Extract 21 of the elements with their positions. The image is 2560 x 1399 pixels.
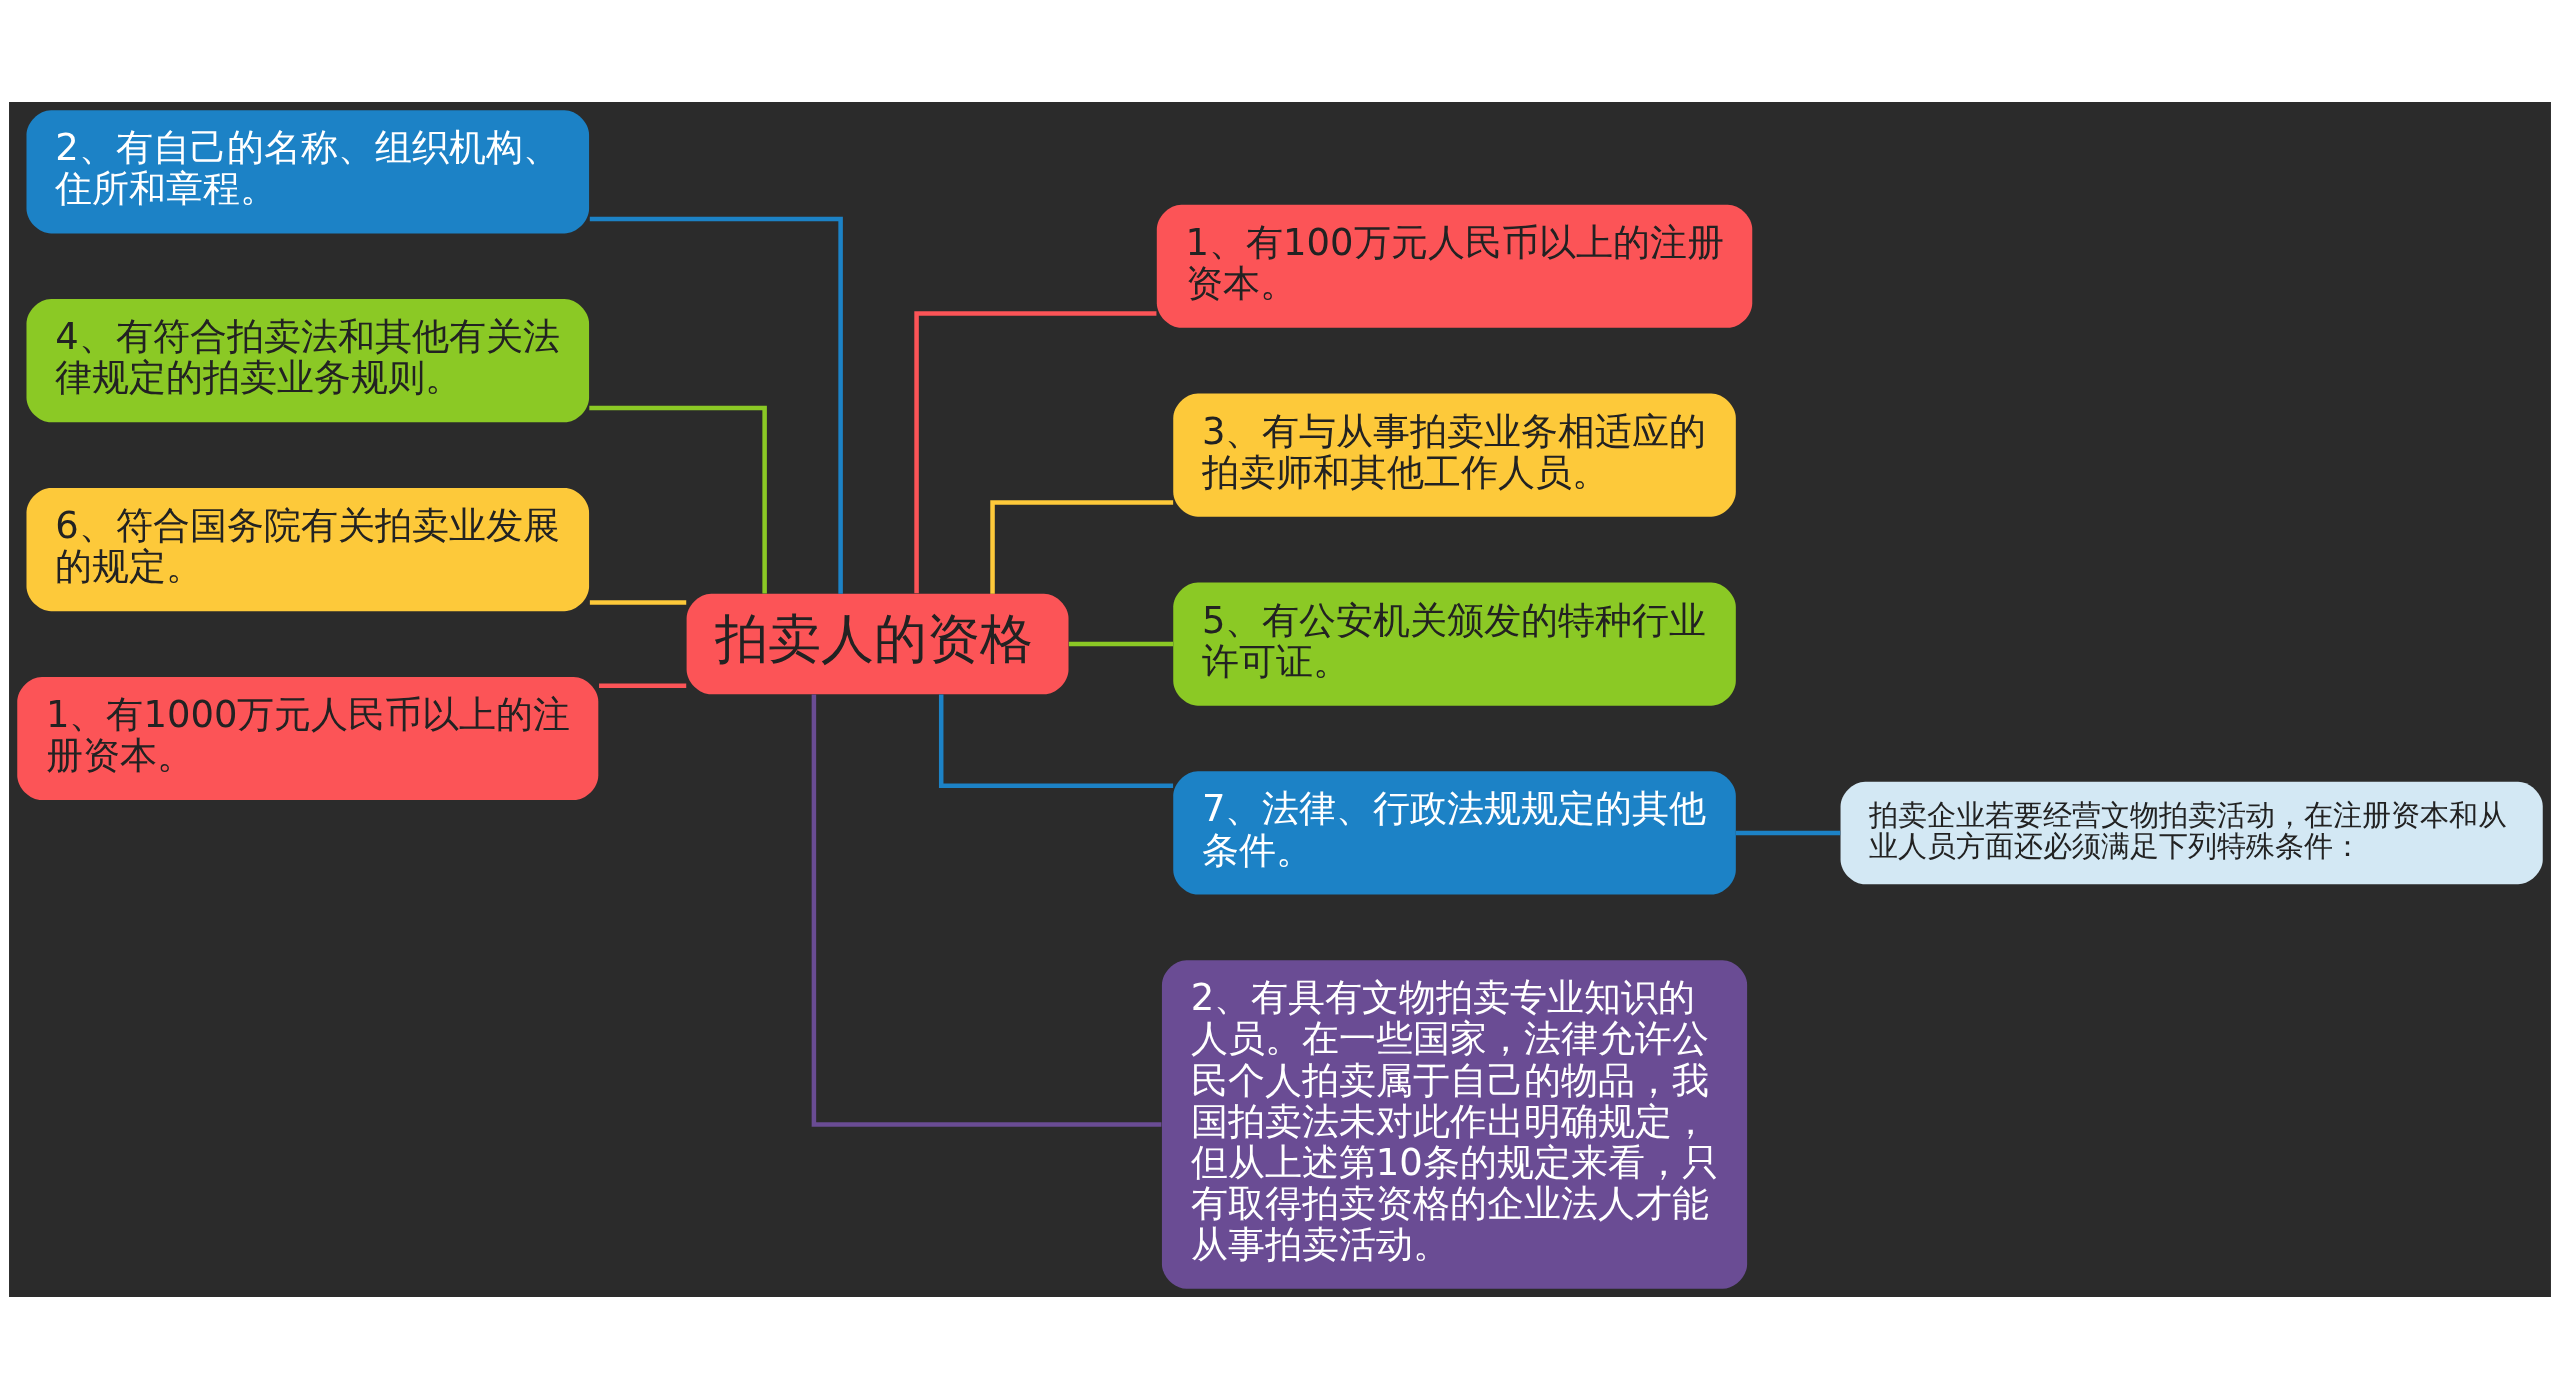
node-box: 4、有符合拍卖法和其他有关法律规定的拍卖业务规则。 [26, 299, 590, 423]
node-box: 5、有公安机关颁发的特种行业许可证。 [1173, 582, 1736, 706]
connector [811, 694, 1162, 1127]
connector [938, 694, 1174, 788]
node-box: 2、有自己的名称、组织机构、住所和章程。 [26, 110, 590, 234]
node-box: 3、有与从事拍卖业务相适应的拍卖师和其他工作人员。 [1173, 393, 1736, 517]
connector [990, 500, 1174, 594]
connector [1735, 830, 1841, 836]
node-box: 6、符合国务院有关拍卖业发展的规定。 [26, 488, 590, 612]
node-box: 7、法律、行政法规规定的其他条件。 [1173, 771, 1736, 895]
node-box: 1、有1000万元人民币以上的注册资本。 [17, 676, 599, 801]
connector [589, 600, 687, 605]
node-box: 2、有具有文物拍卖专业知识的人员。在一些国家，法律允许公民个人拍卖属于自己的物品，我国拍卖法未对此作出明确规定，但从上述第10条的规定来看，只有取得拍卖资格的企业法人才能从事拍卖活动。 [1161, 960, 1748, 1289]
connector [1068, 641, 1174, 647]
connector [589, 216, 843, 594]
node-box: 1、有100万元人民币以上的注册资本。 [1156, 204, 1753, 328]
node-box: 拍卖企业若要经营文物拍卖活动，在注册资本和从业人员方面还必须满足下列特殊条件： [1840, 781, 2543, 885]
connector [914, 311, 1157, 594]
connector [599, 683, 687, 688]
node-box: 拍卖人的资格 [686, 593, 1069, 695]
connector [589, 405, 767, 594]
